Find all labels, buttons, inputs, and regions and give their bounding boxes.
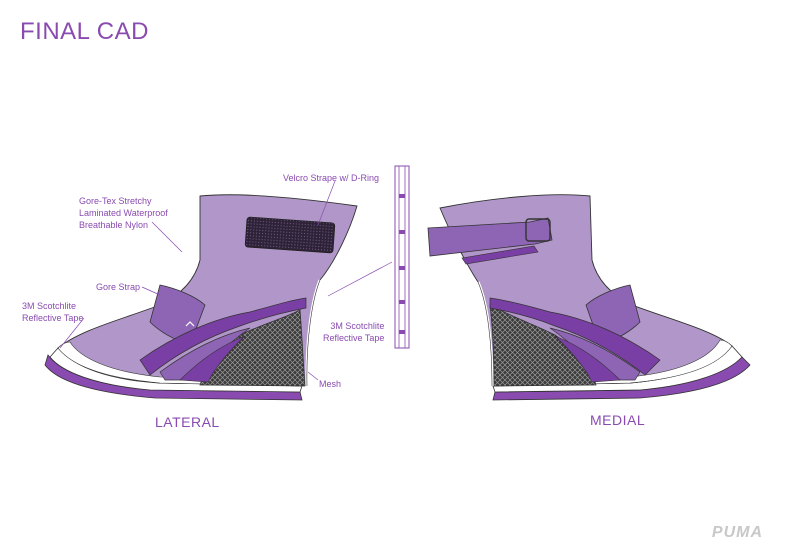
lateral-view-label: LATERAL [155,414,220,430]
lateral-boot [44,194,358,401]
callout-leaders [59,180,393,381]
medial-view-label: MEDIAL [590,412,646,428]
medial-velcro-strap [427,217,553,257]
lateral-formstrip [139,297,307,376]
d-ring-icon [525,218,551,242]
page-title: FINAL CAD [20,18,149,45]
callout-reflective-tape-center: 3M Scotchlite Reflective Tape [323,321,385,343]
callout-nylon: Gore-Tex Stretchy Laminated Waterproof B… [79,196,168,230]
brand-logo: PUMA [711,524,763,541]
medial-formstrip [489,297,661,376]
velcro-strap-detail [394,165,410,349]
callout-velcro: Velcro Strape w/ D-Ring [283,173,380,183]
lateral-toe-tape [57,341,303,387]
callout-mesh: Mesh [319,379,342,389]
medial-boot [427,194,751,401]
callout-reflective-tape-left: 3M Scotchlite Reflective Tape [22,301,84,323]
lateral-velcro-strap [244,216,336,254]
callout-gore-strap: Gore Strap [96,282,141,292]
